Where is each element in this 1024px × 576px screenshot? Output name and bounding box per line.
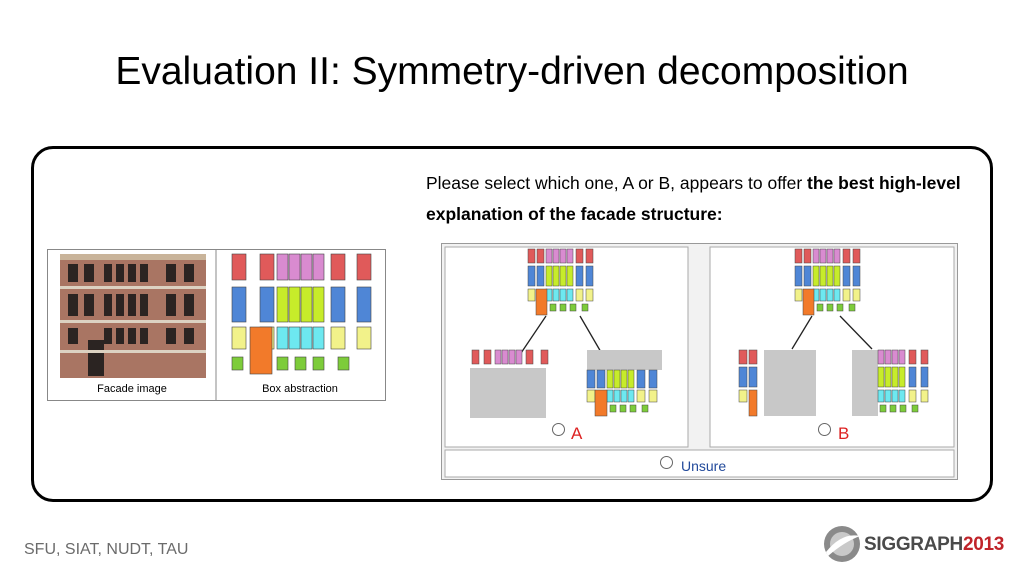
- siggraph-logo-text: SIGGRAPH2013: [864, 534, 1004, 556]
- siggraph-logo-mark-icon: [824, 526, 860, 562]
- facade-image-caption: Facade image: [97, 383, 167, 395]
- survey-prompt: Please select which one, A or B, appears…: [426, 168, 986, 230]
- logo-year: 2013: [962, 534, 1005, 555]
- box-abstraction: [231, 253, 372, 375]
- facade-figure: Facade image: [47, 249, 386, 401]
- option-b-tree: [794, 248, 861, 316]
- siggraph-logo: SIGGRAPH2013: [822, 520, 1014, 570]
- option-b-radio[interactable]: [818, 423, 831, 436]
- survey-panel: A B Unsure: [441, 243, 958, 480]
- unsure-label: Unsure: [681, 458, 727, 474]
- box-abstraction-caption: Box abstraction: [262, 383, 338, 395]
- survey-svg: [444, 246, 955, 478]
- prompt-bold-text: the best high-level explanation of the f…: [426, 173, 961, 224]
- option-a-radio[interactable]: [552, 423, 565, 436]
- facade-figure-svg: Facade image: [60, 250, 372, 400]
- facade-photo: [60, 254, 206, 378]
- prompt-text: Please select which one, A or B, appears…: [426, 173, 808, 193]
- slide-footer: SFU, SIAT, NUDT, TAU: [24, 541, 189, 558]
- option-b-label: B: [838, 424, 850, 443]
- logo-name: SIGGRAPH: [864, 534, 963, 555]
- slide-title: Evaluation II: Symmetry-driven decomposi…: [115, 50, 909, 93]
- option-a-tree: [527, 248, 594, 316]
- unsure-radio[interactable]: [660, 456, 673, 469]
- option-a-label: A: [571, 424, 583, 443]
